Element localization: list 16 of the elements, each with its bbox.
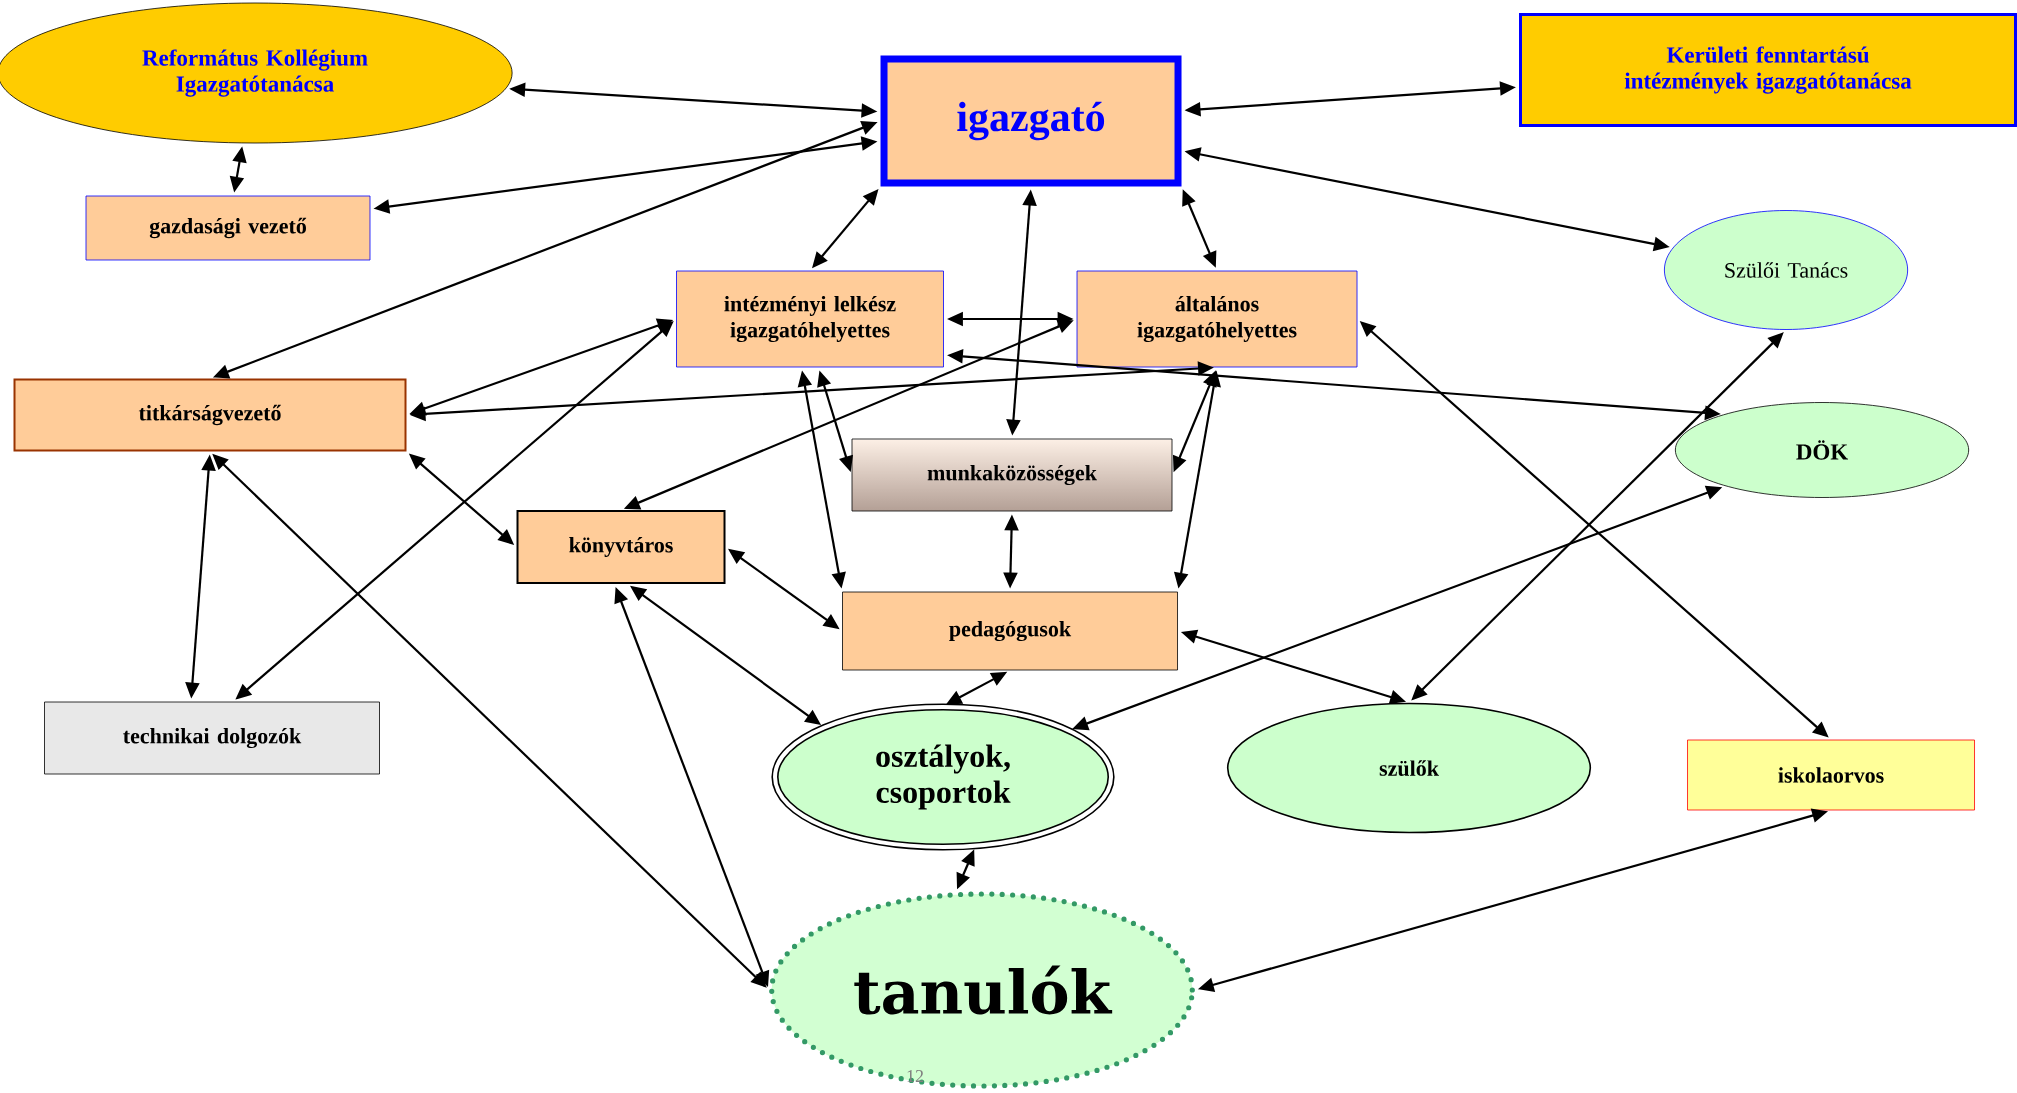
box: titkárságvezető (13, 378, 407, 452)
box: technikai dolgozók (44, 701, 380, 775)
box: általános igazgatóhelyettes (1076, 270, 1358, 368)
box: iskolaorvos (1687, 739, 1975, 811)
box: könyvtáros (516, 510, 726, 584)
oval: szülők (1226, 702, 1592, 834)
box: gazdasági vezető (85, 195, 371, 261)
box: intézményi lelkész igazgatóhelyettes (676, 270, 944, 368)
oval: DÖK (1674, 402, 1970, 498)
box: igazgató (880, 55, 1182, 187)
oval: Szülői Tanács (1664, 210, 1909, 330)
box: pedagógusok (842, 591, 1178, 671)
box: munkaközösségek (851, 438, 1173, 512)
oval: osztályok, csoportok (771, 703, 1115, 851)
box: Kerületi fenntartású intézmények igazgatótanácsa (1519, 13, 2017, 127)
page-number: 12 (907, 1070, 923, 1082)
